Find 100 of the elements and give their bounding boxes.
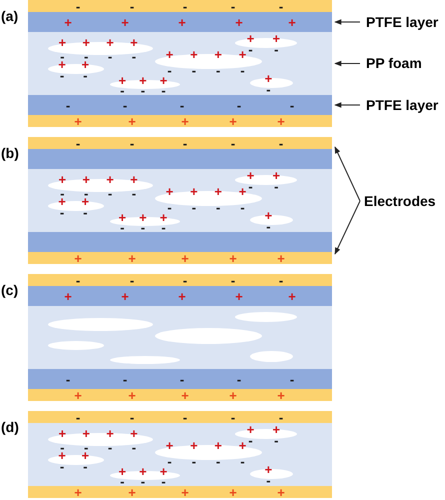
charge-sign: -: [266, 83, 271, 96]
charge-sign: -: [120, 221, 125, 234]
charge-sign: +: [166, 185, 174, 198]
charge-sign: -: [266, 220, 271, 233]
ptfe-layer: [28, 12, 332, 32]
charge-sign: -: [76, 136, 80, 150]
panel-label: (c): [1, 282, 18, 298]
charge-sign: -: [248, 434, 253, 447]
charge-sign: +: [121, 16, 129, 28]
charge-sign: +: [64, 16, 72, 28]
ptfe-layer: [28, 286, 332, 306]
charge-sign: +: [238, 185, 246, 198]
charge-sign: +: [118, 74, 126, 87]
charge-sign: -: [76, 410, 80, 424]
charge-sign: +: [74, 388, 82, 402]
charge-sign: -: [120, 84, 125, 97]
charge-sign: +: [178, 290, 186, 302]
layer-label: PTFE layer: [366, 97, 438, 113]
charge-sign: -: [216, 64, 220, 77]
charge-sign: -: [278, 274, 284, 286]
charge-sign: +: [264, 72, 272, 85]
charge-sign: -: [167, 201, 172, 214]
charge-sign: +: [64, 290, 72, 302]
charge-sign: -: [83, 206, 88, 219]
charge-sign: -: [132, 187, 136, 200]
charge-sign: -: [192, 64, 196, 77]
charge-sign: -: [230, 0, 236, 12]
layer-label: Electrodes: [364, 193, 436, 209]
charge-sign: +: [178, 16, 186, 28]
charge-sign: +: [166, 48, 174, 61]
charge-sign: -: [182, 136, 188, 150]
charge-sign: +: [277, 388, 285, 402]
charge-sign: -: [180, 372, 184, 386]
charge-sign: +: [130, 427, 138, 440]
charge-sign: +: [128, 114, 136, 128]
charge-sign: +: [74, 114, 82, 128]
charge-sign: +: [229, 486, 237, 498]
charge-sign: -: [120, 475, 125, 488]
charge-sign: -: [130, 0, 134, 12]
charge-sign: -: [167, 64, 172, 77]
charge-sign: -: [83, 69, 88, 82]
charge-sign: +: [246, 32, 254, 45]
charge-sign: -: [216, 201, 220, 214]
charge-sign: +: [121, 290, 129, 302]
ptfe-layer: [28, 232, 332, 252]
layer-label: PTFE layer: [366, 14, 438, 30]
charge-sign: -: [161, 84, 166, 97]
charge-sign: +: [130, 173, 138, 186]
charge-sign: -: [60, 460, 64, 473]
electrode-layer: [28, 252, 332, 264]
charge-sign: +: [58, 195, 66, 208]
charge-sign: -: [240, 455, 245, 468]
ptfe-layer: [28, 149, 332, 169]
charge-sign: -: [108, 187, 112, 200]
charge-sign: -: [66, 372, 70, 386]
charge-sign: -: [76, 0, 80, 12]
charge-sign: +: [190, 185, 198, 198]
charge-sign: +: [246, 169, 254, 182]
charge-sign: +: [160, 211, 168, 224]
charge-sign: +: [118, 211, 126, 224]
charge-sign: +: [238, 48, 246, 61]
charge-sign: +: [264, 209, 272, 222]
foam-layer: [28, 423, 332, 486]
charge-sign: -: [182, 0, 188, 12]
charge-sign: -: [161, 475, 166, 488]
charge-sign: -: [140, 475, 146, 488]
electrode-layer: [28, 115, 332, 127]
charge-sign: +: [82, 36, 90, 49]
charge-sign: -: [278, 136, 284, 150]
charge-sign: -: [290, 372, 294, 386]
charge-sign: -: [108, 441, 112, 454]
charge-sign: +: [139, 465, 147, 478]
charge-sign: +: [288, 290, 296, 302]
charge-sign: -: [132, 50, 136, 63]
charge-sign: +: [277, 114, 285, 128]
ptfe-layer: [28, 369, 332, 389]
charge-sign: -: [248, 180, 253, 193]
charge-sign: -: [192, 455, 196, 468]
charge-sign: -: [130, 274, 134, 286]
charge-sign: +: [181, 388, 189, 402]
charge-sign: -: [60, 206, 64, 219]
charge-sign: -: [274, 43, 278, 56]
charge-sign: -: [230, 136, 236, 150]
charge-sign: -: [278, 410, 284, 424]
panel-label: (d): [1, 419, 19, 435]
charge-sign: -: [230, 410, 236, 424]
charge-sign: -: [108, 50, 112, 63]
charge-sign: -: [60, 69, 64, 82]
charge-sign: +: [58, 427, 66, 440]
electrode-layer: [28, 411, 332, 423]
charge-sign: +: [128, 486, 136, 498]
charge-sign: -: [236, 372, 242, 386]
charge-sign: +: [181, 486, 189, 498]
charge-sign: +: [181, 114, 189, 128]
charge-sign: -: [216, 455, 220, 468]
charge-sign: -: [266, 474, 271, 487]
charge-sign: +: [272, 32, 280, 45]
charge-sign: +: [235, 290, 243, 302]
charge-sign: +: [118, 465, 126, 478]
charge-sign: +: [214, 48, 222, 61]
